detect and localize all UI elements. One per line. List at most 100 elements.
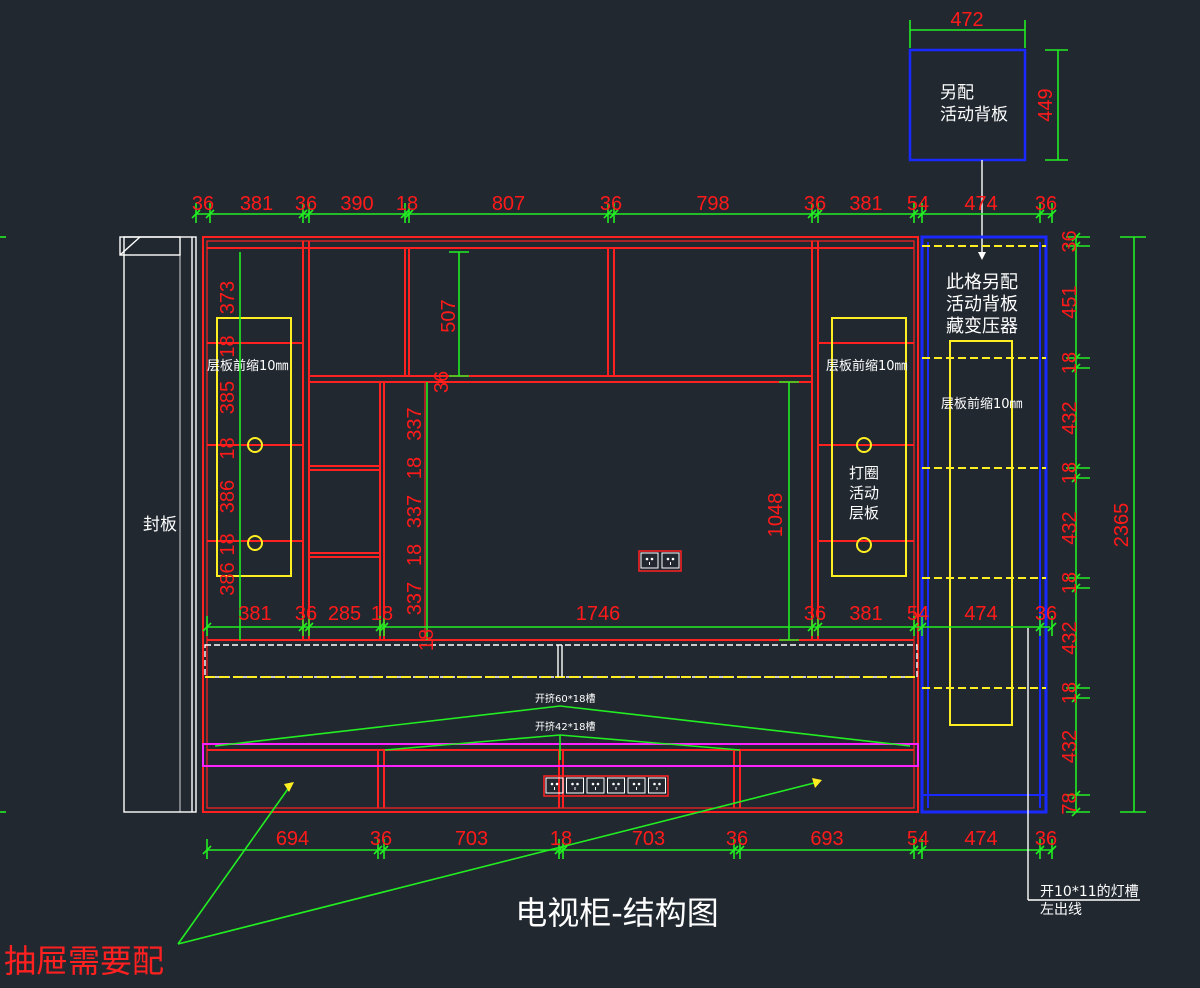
dim-right-3: 432 (1059, 401, 1081, 434)
dim-top-6: 36 (600, 193, 622, 215)
dim-left-col-6: 386 (217, 562, 239, 595)
dim-right-7: 432 (1059, 621, 1081, 654)
label-seal-board: 封板 (143, 515, 177, 535)
top-dimension-chain: 36 381 36 390 18 807 36 798 36 381 54 474 36 (191, 193, 1057, 223)
dim-left-col-3: 18 (217, 437, 239, 459)
socket-icon (545, 777, 564, 794)
side-unit: 此格另配 活动背板 藏变压器 层板前缩10㎜ (920, 235, 1048, 814)
grooves: 开挤60*18槽 开挤42*18槽 (214, 692, 911, 760)
dim-right-10: 78 (1059, 792, 1081, 814)
dim-tv-height: 1048 (765, 493, 787, 538)
dim-top-5: 807 (492, 193, 525, 215)
dim-mid-5: 36 (804, 603, 826, 625)
shelf-outlines: 层板前缩10㎜ 层板前缩10㎜ 打圈 活动 层板 (207, 317, 908, 577)
dim-left-col-4: 386 (217, 480, 239, 513)
dim-inner-left-3: 18 (404, 544, 426, 566)
dim-bottom-6: 693 (810, 828, 843, 850)
dim-bottom-1: 36 (370, 828, 392, 850)
dim-inner-left-4: 337 (404, 582, 426, 615)
dim-right-8: 18 (1059, 682, 1081, 704)
dim-mid-8: 474 (964, 603, 997, 625)
dim-inner-small-1: 36 (431, 371, 453, 393)
label-transformer-cell-1: 此格另配 (946, 272, 1018, 293)
dim-inner-left-0: 337 (404, 407, 426, 440)
socket-icon (627, 777, 646, 794)
label-drawer-note: 抽屉需要配 (4, 942, 164, 980)
socket-icon (607, 777, 625, 794)
dim-top-3: 390 (340, 193, 373, 215)
dim-total-height: 2365 (1111, 503, 1133, 548)
label-shelf-front-blue: 层板前缩10㎜ (941, 396, 1023, 412)
dim-bottom-2: 703 (455, 828, 488, 850)
socket-icon (586, 777, 605, 794)
dim-top-2: 36 (295, 193, 317, 215)
label-punch-shelf-2: 活动 (849, 484, 879, 502)
dim-mid-4: 1746 (576, 603, 621, 625)
dim-left-col-2: 385 (217, 381, 239, 414)
dim-left-col-1: 18 (217, 335, 239, 357)
dim-right-2: 18 (1059, 352, 1081, 374)
dim-bottom-9: 36 (1035, 828, 1057, 850)
dim-backboard-height: 449 (1035, 88, 1057, 121)
dim-top-1: 381 (240, 193, 273, 215)
dim-backboard-width: 472 (950, 9, 983, 31)
label-punch-shelf-1: 打圈 (849, 464, 879, 482)
socket-icon (661, 552, 680, 569)
dim-inner-left-1: 18 (404, 457, 426, 479)
label-punch-shelf-3: 层板 (849, 504, 879, 522)
dim-left-col-5: 18 (217, 533, 239, 555)
socket-icon (640, 552, 659, 569)
dim-inner-small-2: 18 (416, 629, 438, 651)
dim-mid-0: 381 (238, 603, 271, 625)
dim-mid-7: 54 (907, 603, 929, 625)
label-groove-top: 开挤60*18槽 (535, 692, 595, 705)
label-transformer-cell-3: 藏变压器 (946, 316, 1018, 337)
drawer-note: 抽屉需要配 (4, 778, 822, 980)
dim-right-0: 36 (1059, 230, 1081, 252)
dim-bottom-4: 703 (632, 828, 665, 850)
dim-mid-9: 36 (1035, 603, 1057, 625)
socket-icon (648, 777, 666, 794)
sockets (543, 550, 682, 797)
dim-bottom-5: 36 (726, 828, 748, 850)
dim-upper-center: 507 (438, 299, 460, 332)
dim-right-6: 18 (1059, 572, 1081, 594)
dim-top-12: 36 (1035, 193, 1057, 215)
dim-right-4: 18 (1059, 462, 1081, 484)
dim-bottom-3: 18 (550, 828, 572, 850)
dim-bottom-8: 474 (964, 828, 997, 850)
bottom-dimension-chain: 694 36 703 18 703 36 693 54 474 36 (202, 828, 1057, 859)
dim-right-1: 451 (1059, 285, 1081, 318)
dim-right-9: 432 (1059, 730, 1081, 763)
dim-top-10: 54 (907, 193, 929, 215)
dim-mid-1: 36 (295, 603, 317, 625)
dim-mid-6: 381 (849, 603, 882, 625)
diagram-title: 电视柜-结构图 (515, 894, 719, 932)
label-light-slot-1: 开10*11的灯槽 (1040, 884, 1139, 900)
dim-top-4: 18 (396, 193, 418, 215)
dim-bottom-7: 54 (907, 828, 929, 850)
dim-inner-left-2: 337 (404, 495, 426, 528)
dim-mid-2: 285 (328, 603, 361, 625)
dim-top-0: 36 (192, 193, 214, 215)
dim-mid-3: 18 (371, 603, 393, 625)
dim-top-11: 474 (964, 193, 997, 215)
dim-left-col-0: 373 (217, 281, 239, 314)
inner-dimensions: 507 1048 36 18 381 36 285 18 1746 36 381 54 474 3… (202, 251, 1057, 651)
label-shelf-front-left: 层板前缩10㎜ (207, 358, 289, 374)
label-light-slot-2: 左出线 (1040, 902, 1082, 918)
label-extra-backboard-1: 另配 (940, 83, 974, 103)
dim-top-7: 798 (696, 193, 729, 215)
label-groove-bottom: 开挤42*18槽 (535, 720, 595, 733)
label-shelf-front-right: 层板前缩10㎜ (826, 358, 908, 374)
dim-top-9: 381 (849, 193, 882, 215)
seal-board: 封板 (119, 236, 197, 813)
light-slot-note: 开10*11的灯槽 左出线 (1027, 628, 1140, 918)
socket-icon (566, 777, 584, 794)
label-transformer-cell-2: 活动背板 (946, 294, 1018, 315)
dim-top-8: 36 (804, 193, 826, 215)
dim-bottom-0: 694 (276, 828, 309, 850)
extra-backboard: 472 449 另配 活动背板 (908, 9, 1068, 260)
